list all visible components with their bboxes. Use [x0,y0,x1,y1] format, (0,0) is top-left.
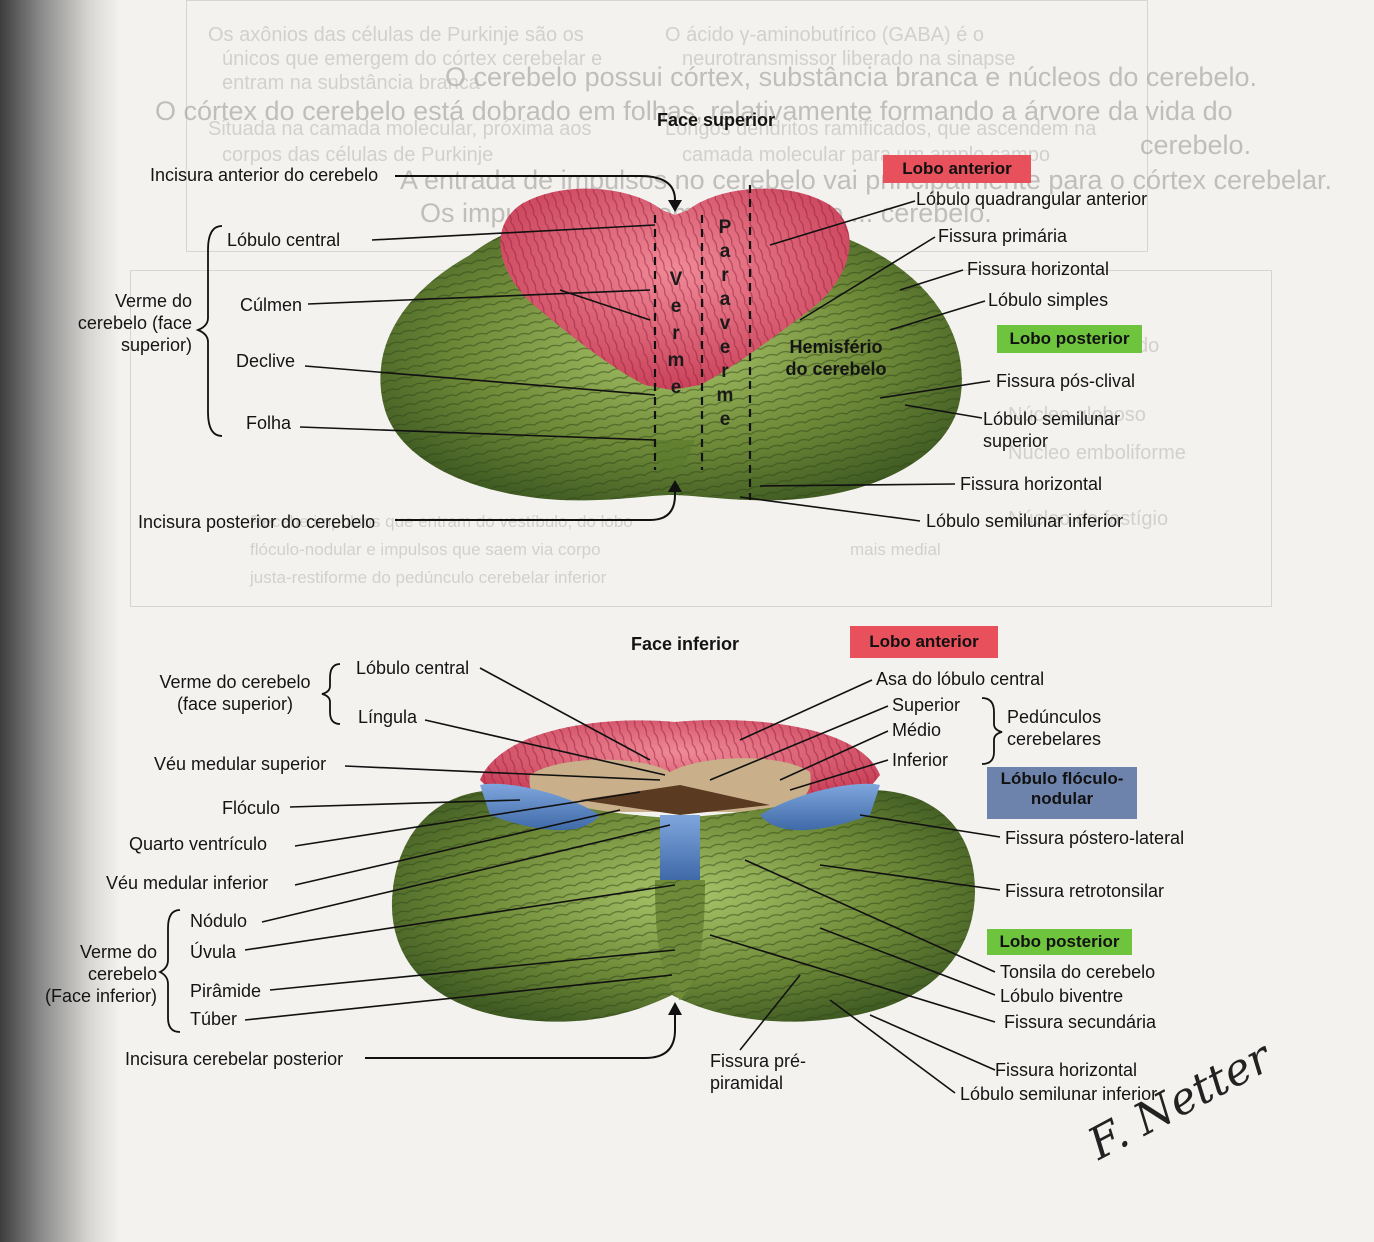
ghost-bottom-3: justa-restiforme do pedúnculo cerebelar … [250,568,607,587]
superior-view-drawing [299,175,991,522]
label-culmen: Cúlmen [240,295,303,315]
label-nodulo: Nódulo [190,911,248,931]
ghost-left-5: corpos das células de Purkinje [222,144,494,166]
paraverme-letter: a [719,289,731,310]
label-asa-lobulo-central: Asa do lóbulo central [876,669,1045,689]
label-verme-inferior-group: Verme do cerebelo (Face inferior) [44,942,157,1006]
verme-letter: r [672,323,680,344]
label-floculo: Flóculo [222,798,281,818]
label-fissura-pos-clival: Fissura pós-clival [996,371,1136,391]
label-lobulo-central-sup: Lóbulo central [227,230,341,250]
label-incisura-posterior: Incisura posterior do cerebelo [138,512,376,532]
label-incisura-cerebelar-posterior: Incisura cerebelar posterior [125,1049,344,1069]
verme-letter: e [670,296,682,317]
badge-lobo-posterior-inf: Lobo posterior [987,929,1132,955]
label-lobulo-biventre: Lóbulo biventre [1000,986,1124,1006]
label-piramide: Pirâmide [190,981,262,1001]
paraverme-letter: e [719,337,731,358]
ghost-left-2: únicos que emergem do córtex cerebelar e [222,48,603,70]
label-fissura-horizontal-1: Fissura horizontal [967,259,1110,279]
superior-leader-lines [299,200,991,522]
paraverme-letter: e [719,409,731,430]
verme-vertical-label: V e r m e [667,266,685,401]
verme-letter: e [670,377,682,398]
badge-lobo-posterior-sup: Lobo posterior [997,325,1142,353]
label-hemisferio: Hemisfério do cerebelo [785,337,887,379]
label-pedunculos-cerebelares: Pedúnculos cerebelares [1007,707,1102,749]
ghost-bullet-3: cerebelo. [1140,130,1252,160]
nodulus [660,815,700,880]
paraverme-vertical-label: P a r a v e r m e [716,216,734,432]
ghost-row-4: Núcleo do fastígio [1008,508,1169,530]
label-lobulo-central-inf: Lóbulo central [356,658,470,678]
label-tuber: Túber [190,1009,238,1029]
paraverme-letter: P [718,217,732,238]
verme-letter: V [669,269,683,290]
badge-lobo-anterior-inf: Lobo anterior [850,626,998,658]
label-fissura-horizontal-inf: Fissura horizontal [995,1060,1138,1080]
inferior-view-drawing [157,225,1003,1094]
ghost-left-1: Os axônios das células de Purkinje são o… [208,24,584,46]
badge-lobulo-floculo-nodular: Lóbulo flóculo-nodular [987,767,1137,819]
paraverme-letter: m [716,385,734,406]
ghost-right-1: O ácido γ-aminobutírico (GABA) é o [665,24,985,46]
ghost-bottom-1: Recebe impulsos que entram do vestíbulo,… [250,512,633,531]
ghost-row-2: Núcleo globoso [1008,404,1146,426]
ghost-bottom-2: flóculo-nodular e impulsos que saem via … [250,540,601,559]
label-veu-medular-superior: Véu medular superior [154,754,327,774]
inferior-leader-lines [244,667,1001,1094]
inferior-vermis-folia [655,880,705,1000]
ghost-right-2: neurotransmissor liberado na sinapse [682,48,1016,70]
label-uvula: Úvula [190,942,237,962]
ghost-row-3: Núcleo emboliforme [1008,442,1186,464]
ghost-mid: mais medial [850,540,941,559]
ghost-left-3: entram na substância branca [222,72,480,94]
superior-red-folia [500,188,850,390]
label-lobulo-semilunar-inferior-sup: Lóbulo semilunar inferior [926,511,1124,531]
label-tonsila: Tonsila do cerebelo [1000,962,1156,982]
verme-letter: m [667,350,685,371]
paraverme-letter: r [721,265,729,286]
label-lobulo-semilunar-inferior-inf: Lóbulo semilunar inferior [960,1084,1158,1104]
fourth-ventricle [580,785,770,815]
superior-title: Face superior [657,110,776,130]
ghost-left-4: Situada na camada molecular, próxima aos [208,118,592,140]
page-shadow-gutter [0,0,120,1242]
label-incisura-anterior: Incisura anterior do cerebelo [150,165,379,185]
label-veu-medular-inferior: Véu medular inferior [106,873,269,893]
label-lobulo-quadrangular: Lóbulo quadrangular anterior [916,189,1148,209]
label-lobulo-simples: Lóbulo simples [988,290,1109,310]
label-fissura-primaria: Fissura primária [938,226,1068,246]
paraverme-letter: v [719,313,731,334]
label-verme-superior-group: Verme do cerebelo (face superior) [77,291,192,355]
label-peduncle-inferior: Inferior [892,750,949,770]
label-verme-superior-group-inf: Verme do cerebelo (face superior) [159,672,311,714]
flocculus-right [760,783,880,831]
label-declive: Declive [236,351,296,371]
label-peduncle-medio: Médio [892,720,942,740]
label-lingula: Língula [358,707,418,727]
label-peduncle-superior: Superior [892,695,961,715]
ghost-right-3: Longos dendritos ramificados, que ascend… [665,118,1097,140]
ghost-bullet-1: O cerebelo possui córtex, substância bra… [445,62,1257,92]
superior-posterior-notch [650,440,695,473]
label-fissura-pre-piramidal: Fissura pré-piramidal [710,1051,807,1093]
ghost-bullet-4: A entrada de impulsos no cerebelo vai pr… [400,165,1333,195]
label-fissura-retrotonsilar: Fissura retrotonsilar [1005,881,1165,901]
label-quarto-ventriculo: Quarto ventrículo [129,834,268,854]
label-fissura-secundaria: Fissura secundária [1004,1012,1157,1032]
label-fissura-horizontal-2: Fissura horizontal [960,474,1103,494]
label-fissura-postero-lateral: Fissura póstero-lateral [1005,828,1185,848]
paraverme-letter: a [719,241,731,262]
badge-lobo-anterior-sup: Lobo anterior [883,155,1031,183]
label-lobulo-semilunar-superior: Lóbulo semilunar superior [983,409,1121,451]
label-folha: Folha [246,413,292,433]
ghost-bullet-2: O córtex do cerebelo está dobrado em fol… [155,96,1233,126]
inferior-title: Face inferior [631,634,740,654]
paraverme-letter: r [721,361,729,382]
